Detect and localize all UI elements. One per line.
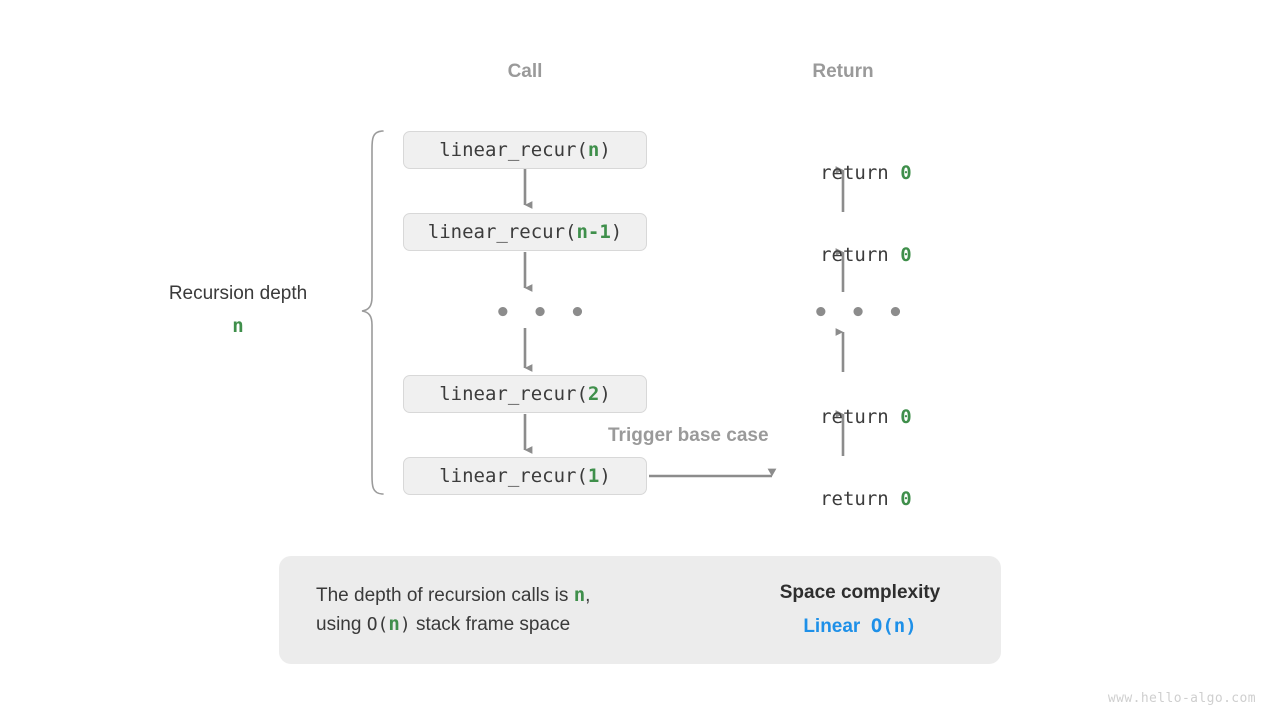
return-keyword: return: [820, 406, 901, 428]
summary-description: The depth of recursion calls is n, using…: [279, 581, 679, 640]
summary-line2-bigo-close: ): [399, 614, 411, 635]
summary-panel: The depth of recursion calls is n, using…: [279, 556, 1001, 664]
space-complexity-title: Space complexity: [779, 582, 941, 603]
return-value: 0: [900, 488, 912, 510]
call-frame-box[interactable]: linear_recur(n): [403, 131, 647, 169]
call-frame-arg: 1: [587, 465, 600, 487]
space-complexity-notation: O(n): [870, 615, 917, 637]
return-statement: return 0: [743, 466, 943, 532]
call-frame-box[interactable]: linear_recur(n-1): [403, 213, 647, 251]
recursion-depth-label: Recursion depth n: [110, 284, 366, 336]
summary-line-1: The depth of recursion calls is n,: [316, 581, 679, 610]
call-frame-arg: n: [587, 139, 600, 161]
call-frame-arg: 2: [587, 383, 600, 405]
return-value: 0: [900, 244, 912, 266]
call-frame-box[interactable]: linear_recur(1): [403, 457, 647, 495]
summary-line2-text-b: stack frame space: [410, 614, 571, 635]
summary-line2-text-a: using: [316, 614, 367, 635]
call-column-ellipsis: • • •: [495, 298, 589, 328]
column-header-call: Call: [507, 61, 543, 82]
space-complexity-word: Linear: [803, 616, 861, 637]
space-complexity-value: Linear O(n): [749, 615, 971, 638]
summary-line2-n: n: [388, 613, 400, 635]
return-keyword: return: [820, 162, 901, 184]
return-keyword: return: [820, 488, 901, 510]
recursion-depth-title: Recursion depth: [168, 283, 308, 304]
summary-line1-text-a: The depth of recursion calls is: [316, 584, 574, 606]
call-frame-prefix: linear_recur(: [439, 383, 588, 405]
trigger-base-case-label: Trigger base case: [608, 425, 769, 446]
column-header-return: Return: [812, 61, 874, 82]
return-value: 0: [900, 162, 912, 184]
call-frame-suffix: ): [610, 221, 623, 243]
call-frame-prefix: linear_recur(: [439, 465, 588, 487]
recursion-depth-value: n: [232, 315, 244, 337]
return-value: 0: [900, 406, 912, 428]
return-keyword: return: [820, 244, 901, 266]
call-frame-suffix: ): [599, 383, 611, 405]
summary-line-2: using O(n) stack frame space: [316, 610, 679, 639]
call-frame-prefix: linear_recur(: [427, 221, 577, 243]
call-frame-arg: n-1: [576, 221, 611, 243]
return-statement: return 0: [743, 222, 943, 288]
return-statement: return 0: [743, 384, 943, 450]
call-frame-box[interactable]: linear_recur(2): [403, 375, 647, 413]
summary-line1-text-b: ,: [585, 584, 591, 606]
call-frame-suffix: ): [599, 139, 611, 161]
return-statement: return 0: [743, 140, 943, 206]
call-frame-suffix: ): [599, 465, 611, 487]
return-column-ellipsis: • • •: [813, 298, 907, 328]
call-frame-prefix: linear_recur(: [439, 139, 588, 161]
summary-line1-n: n: [573, 583, 586, 606]
watermark: www.hello-algo.com: [1107, 691, 1256, 706]
summary-line2-bigo-open: O(: [366, 614, 389, 635]
space-complexity-result: Space complexity Linear O(n): [749, 582, 1001, 638]
